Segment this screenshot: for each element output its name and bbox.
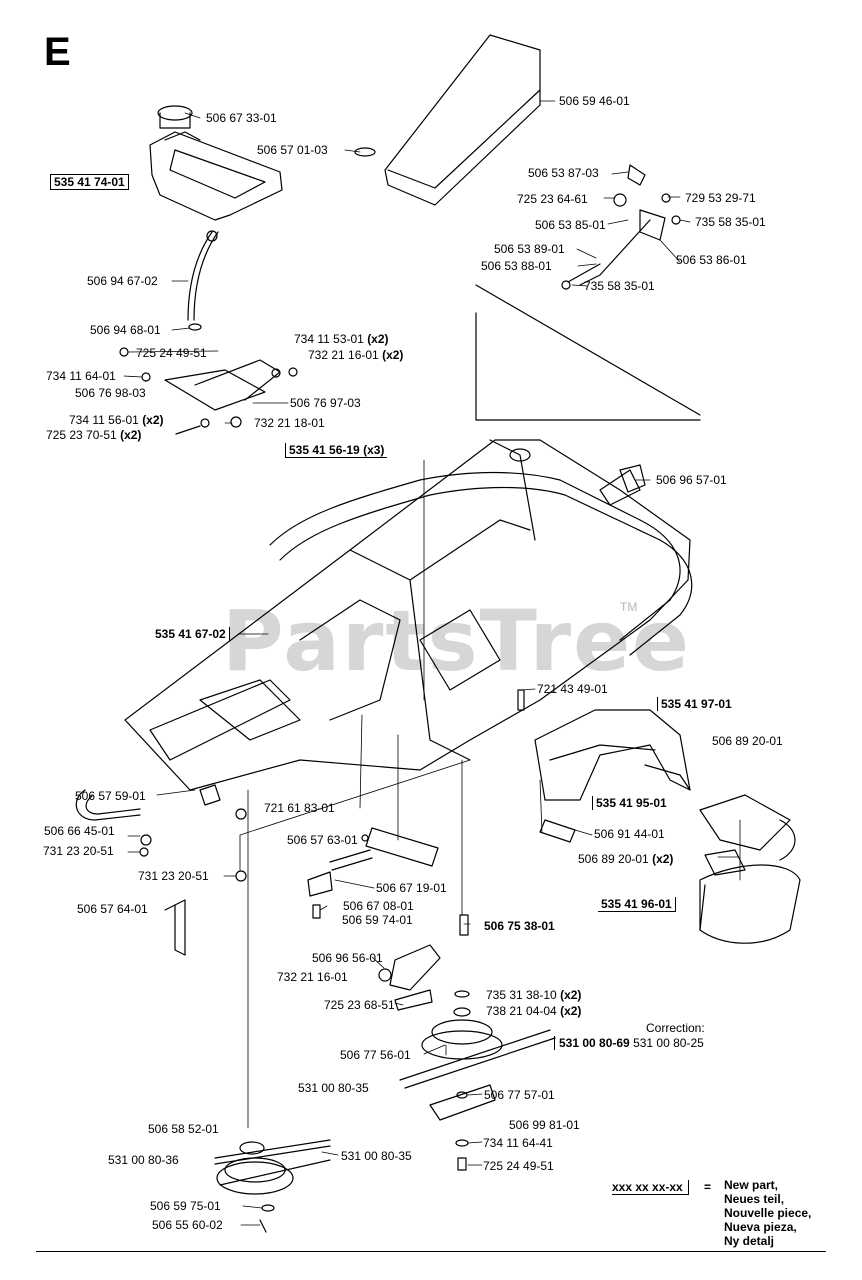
fuel-tank-drawing <box>149 105 283 221</box>
legend-line: Ny detalj <box>724 1234 775 1248</box>
leader-lines <box>123 100 741 1226</box>
part-label: 506 53 88-01 <box>481 259 552 273</box>
floor-panel-drawing <box>354 34 541 206</box>
part-label: 731 23 20-51 <box>138 869 209 883</box>
part-label-assembly: 535 41 96-01 <box>598 897 676 912</box>
part-label: 506 76 97-03 <box>290 396 361 410</box>
part-label: 506 99 81-01 <box>509 1118 580 1132</box>
chassis-frame-drawing <box>124 439 693 791</box>
part-label: 506 57 63-01 <box>287 833 358 847</box>
mounting-bracket-drawing <box>119 347 298 435</box>
part-label-assembly: 535 41 67-02 <box>152 627 230 641</box>
part-label: 506 67 19-01 <box>376 881 447 895</box>
side-bracket-drawing <box>699 794 801 944</box>
part-label: 731 23 20-51 <box>43 844 114 858</box>
part-label: 506 57 59-01 <box>75 789 146 803</box>
guide-line-1 <box>475 284 701 416</box>
part-label: 506 67 08-01 <box>343 899 414 913</box>
part-label: 725 23 68-51 <box>324 998 395 1012</box>
part-label: 506 89 20-01 <box>712 734 783 748</box>
part-label: 506 94 68-01 <box>90 323 161 337</box>
part-label: 506 57 64-01 <box>77 902 148 916</box>
correction-row: 531 00 80-69 531 00 80-25 <box>554 1036 704 1050</box>
part-label-assembly: 535 41 74-01 <box>50 174 129 190</box>
part-label: 506 91 44-01 <box>594 827 665 841</box>
part-label: 725 24 49-51 <box>483 1159 554 1173</box>
part-label: 721 61 83-01 <box>264 801 335 815</box>
part-label: 725 24 49-51 <box>136 346 207 360</box>
part-label: 506 66 45-01 <box>44 824 115 838</box>
legend-line: Neues teil, <box>724 1192 785 1206</box>
part-label-with-qty: 732 21 16-01 (x2) <box>308 348 404 362</box>
pulley-arm-drawing <box>378 914 556 1171</box>
part-label: 506 57 01-03 <box>257 143 328 157</box>
part-label: 531 00 80-35 <box>298 1081 369 1095</box>
part-label: 506 55 60-02 <box>152 1218 223 1232</box>
part-label-with-qty: 506 89 20-01 (x2) <box>578 852 674 866</box>
part-label: 506 59 46-01 <box>559 94 630 108</box>
bottom-rule <box>36 1251 826 1252</box>
part-label: 506 77 56-01 <box>340 1048 411 1062</box>
part-label-with-qty: 725 23 70-51 (x2) <box>46 428 142 442</box>
guide-line-2 <box>475 312 701 421</box>
part-label-with-qty: 734 11 53-01 (x2) <box>294 332 389 346</box>
part-label: 506 77 57-01 <box>484 1088 555 1102</box>
part-label: 734 11 64-01 <box>46 369 116 383</box>
legend-line: New part, <box>724 1178 779 1192</box>
part-label: 732 21 16-01 <box>277 970 348 984</box>
legend-line: Nouvelle piece, <box>724 1206 812 1220</box>
part-label: 506 96 57-01 <box>656 473 727 487</box>
legend-code: xxx xx xx-xx <box>612 1180 689 1195</box>
correction-title: Correction: <box>646 1021 705 1035</box>
part-label-assembly: 535 41 97-01 <box>657 697 735 711</box>
part-label: 725 23 64-61 <box>517 192 588 206</box>
lever-bracket-drawing <box>561 164 681 290</box>
belt-guard-drawing <box>534 709 691 801</box>
watermark-trademark: TM <box>620 600 638 614</box>
lower-pulley-drawing <box>214 1139 331 1233</box>
part-label-with-qty: 735 31 38-10 (x2) <box>486 988 582 1002</box>
part-label: 506 53 86-01 <box>676 253 747 267</box>
part-label: 506 94 67-02 <box>87 274 158 288</box>
part-label: 506 76 98-03 <box>75 386 146 400</box>
part-label: 506 59 75-01 <box>150 1199 221 1213</box>
part-label: 506 96 56-01 <box>312 951 383 965</box>
part-label: 506 67 33-01 <box>206 111 277 125</box>
part-label: 506 59 74-01 <box>342 913 413 927</box>
part-label: 506 53 85-01 <box>535 218 606 232</box>
legend-text: New part, Neues teil, Nouvelle piece, Nu… <box>724 1178 811 1248</box>
correction-old-part: 531 00 80-69 <box>559 1036 630 1050</box>
part-label: 506 58 52-01 <box>148 1122 219 1136</box>
legend-equals: = <box>704 1180 712 1194</box>
part-label-with-qty: 738 21 04-04 (x2) <box>486 1004 582 1018</box>
part-label: 506 53 89-01 <box>494 242 565 256</box>
part-label-new: 506 75 38-01 <box>484 919 555 933</box>
watermark: PartsTree <box>222 592 692 690</box>
part-label: 531 00 80-35 <box>341 1149 412 1163</box>
part-label: 506 53 87-03 <box>528 166 599 180</box>
fuel-hose-drawing <box>187 230 219 331</box>
correction-new-part: 531 00 80-25 <box>633 1036 704 1050</box>
part-label: 721 43 49-01 <box>537 682 608 696</box>
part-label: 531 00 80-36 <box>108 1153 179 1167</box>
part-label: 734 11 64-41 <box>483 1136 553 1150</box>
part-label: 735 58 35-01 <box>584 279 655 293</box>
part-label-assembly: 535 41 95-01 <box>592 796 670 810</box>
legend-line: Nueva pieza, <box>724 1220 797 1234</box>
part-label: 735 58 35-01 <box>695 215 766 229</box>
section-letter: E <box>44 30 71 74</box>
part-label-assembly-with-qty: 535 41 56-19 (x3) <box>285 443 388 458</box>
part-label: 732 21 18-01 <box>254 416 325 430</box>
part-label: 729 53 29-71 <box>685 191 756 205</box>
part-label-with-qty: 734 11 56-01 (x2) <box>69 413 164 427</box>
